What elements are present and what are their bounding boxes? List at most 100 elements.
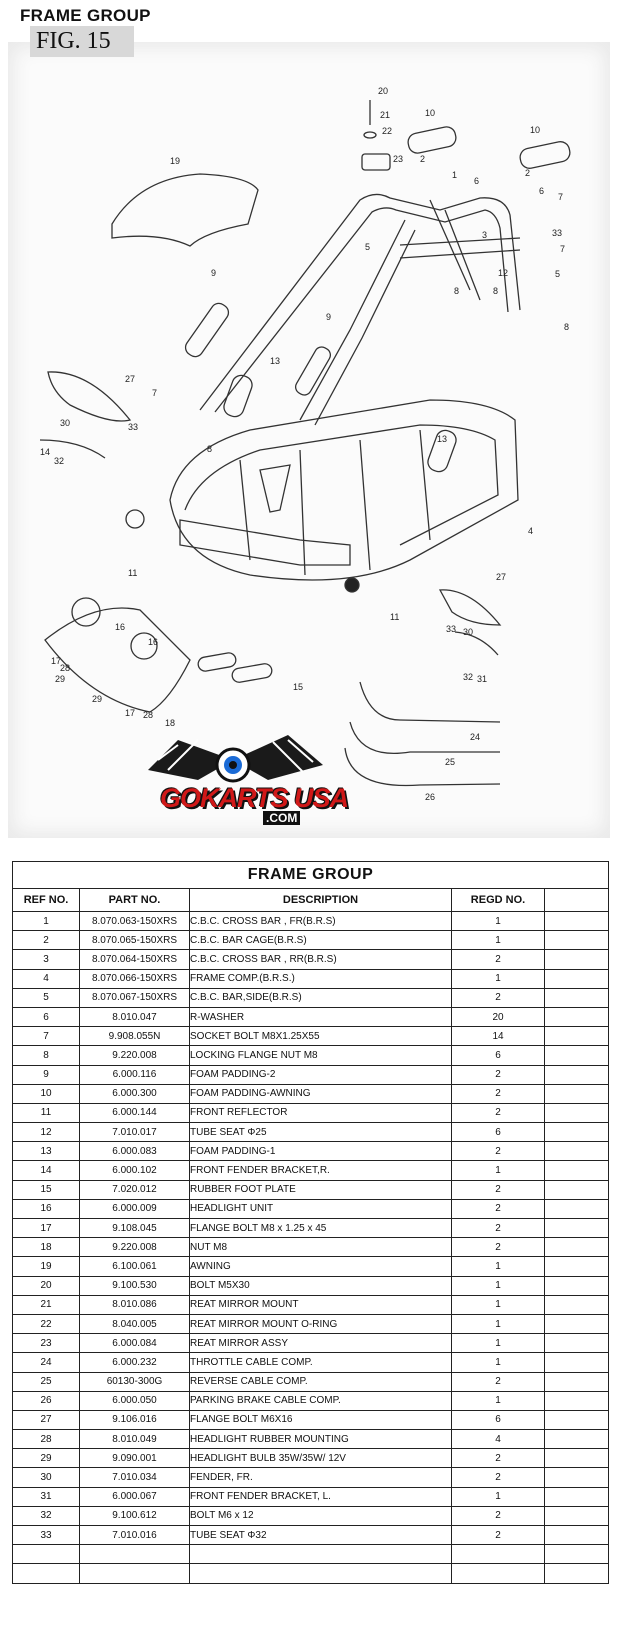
- rubber-foot-plate-left: [197, 652, 237, 672]
- part-no-cell: 8.010.086: [79, 1294, 190, 1315]
- part-no-cell: 7.020.012: [79, 1179, 190, 1200]
- header-ref-no: REF NO.: [12, 888, 80, 912]
- ref-no-cell: 2: [12, 930, 80, 951]
- regd-no-cell: 2: [451, 1505, 545, 1527]
- part-no-cell: 9.100.530: [79, 1275, 190, 1296]
- blank-cell: [543, 1371, 610, 1392]
- callout-25: 25: [445, 757, 455, 767]
- description-cell: C.B.C. BAR,SIDE(B.R.S): [189, 987, 452, 1008]
- callout-31: 31: [477, 674, 487, 684]
- exploded-diagram-panel: [8, 42, 610, 838]
- regd-no-cell: 1: [451, 1294, 545, 1315]
- blank-cell: [543, 1160, 610, 1181]
- description-cell: FOAM PADDING-1: [189, 1141, 452, 1162]
- description-cell: FLANGE BOLT M6X16: [189, 1409, 452, 1431]
- callout-24: 24: [470, 732, 480, 742]
- header-description: DESCRIPTION: [189, 888, 452, 912]
- description-cell: PARKING BRAKE CABLE COMP.: [189, 1390, 452, 1411]
- description-cell: C.B.C. CROSS BAR , FR(B.R.S): [189, 910, 452, 932]
- gokarts-usa-logo: [148, 735, 323, 783]
- callout-1: 1: [452, 170, 457, 180]
- callout-10b: 10: [530, 125, 540, 135]
- callout-29a: 29: [55, 674, 65, 684]
- regd-no-cell: 6: [451, 1122, 545, 1143]
- part-no-cell: 9.106.016: [79, 1409, 190, 1431]
- roll-cage-bar: [199, 193, 521, 411]
- ref-no-cell: [12, 1563, 80, 1584]
- frame-comp: [169, 399, 519, 581]
- part-no-cell: 9.908.055N: [79, 1026, 190, 1047]
- fender-right: [438, 589, 502, 626]
- regd-no-cell: 2: [451, 949, 545, 970]
- blank-cell: [543, 1122, 610, 1143]
- callout-13a: 13: [270, 356, 280, 366]
- description-cell: REAT MIRROR MOUNT O-RING: [189, 1313, 452, 1335]
- callout-3: 3: [482, 230, 487, 240]
- ref-no-cell: 13: [12, 1141, 80, 1162]
- blank-cell: [543, 968, 610, 989]
- callout-9a: 9: [211, 268, 216, 278]
- regd-no-cell: 1: [451, 1256, 545, 1277]
- callout-32b: 32: [463, 672, 473, 682]
- regd-no-cell: 2: [451, 1198, 545, 1220]
- ref-no-cell: 3: [12, 949, 80, 970]
- callout-33: 33: [552, 228, 562, 238]
- regd-no-cell: 14: [451, 1026, 545, 1047]
- part-no-cell: [79, 1544, 190, 1565]
- callout-30b: 30: [463, 627, 473, 637]
- regd-no-cell: 2: [451, 1102, 545, 1124]
- ref-no-cell: 21: [12, 1294, 80, 1315]
- blank-cell: [543, 1102, 610, 1124]
- part-no-cell: 6.000.084: [79, 1333, 190, 1354]
- regd-no-cell: 2: [451, 1524, 545, 1546]
- part-no-cell: 8.010.049: [79, 1429, 190, 1450]
- throttle-cable: [359, 681, 501, 723]
- regd-no-cell: 1: [451, 968, 545, 989]
- description-cell: TUBE SEAT Φ32: [189, 1524, 452, 1546]
- headlight-panel: [44, 607, 191, 713]
- callout-16a: 16: [115, 622, 125, 632]
- ref-no-cell: 20: [12, 1275, 80, 1296]
- blank-cell: [543, 1505, 610, 1527]
- description-cell: BOLT M6 x 12: [189, 1505, 452, 1527]
- ref-no-cell: 27: [12, 1409, 80, 1431]
- description-cell: FRAME COMP.(B.R.S.): [189, 968, 452, 989]
- regd-no-cell: 4: [451, 1429, 545, 1450]
- callout-21: 21: [380, 110, 390, 120]
- regd-no-cell: 2: [451, 1371, 545, 1392]
- part-no-cell: 6.000.083: [79, 1141, 190, 1162]
- callout-32a: 32: [54, 456, 64, 466]
- regd-no-cell: 20: [451, 1006, 545, 1028]
- front-bumper: [179, 519, 351, 566]
- part-no-cell: 6.000.067: [79, 1486, 190, 1507]
- part-no-cell: 8.070.067-150XRS: [79, 987, 190, 1008]
- description-cell: FRONT FENDER BRACKET, L.: [189, 1486, 452, 1507]
- blank-cell: [543, 1217, 610, 1239]
- ref-no-cell: 1: [12, 910, 80, 932]
- callout-6a: 6: [474, 176, 479, 186]
- ref-no-cell: 19: [12, 1256, 80, 1277]
- part-no-cell: 8.070.065-150XRS: [79, 930, 190, 951]
- part-no-cell: 8.010.047: [79, 1006, 190, 1028]
- blank-cell: [543, 1486, 610, 1507]
- blank-cell: [543, 1313, 610, 1335]
- foam-padding-awning-left: [407, 126, 457, 154]
- description-cell: BOLT M5X30: [189, 1275, 452, 1296]
- blank-cell: [543, 1064, 610, 1085]
- callout-10a: 10: [425, 108, 435, 118]
- description-cell: REVERSE CABLE COMP.: [189, 1371, 452, 1392]
